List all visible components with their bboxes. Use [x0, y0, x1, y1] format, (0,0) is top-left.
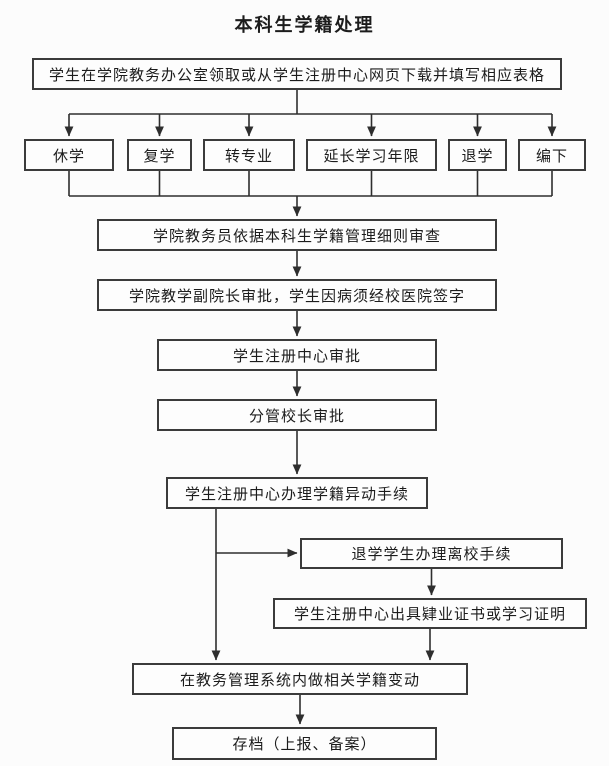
node-issue-certificate: 学生注册中心出具肄业证书或学习证明: [273, 598, 587, 629]
node-resume-study: 复学: [127, 139, 192, 171]
node-status-change-procedure: 学生注册中心办理学籍异动手续: [166, 477, 428, 509]
node-leave-school-procedure: 退学学生办理离校手续: [300, 538, 563, 569]
node-start-form: 学生在学院教务办公室领取或从学生注册中心网页下载并填写相应表格: [32, 58, 562, 90]
node-system-update: 在教务管理系统内做相关学籍变动: [132, 663, 468, 695]
node-extend-study-years: 延长学习年限: [306, 139, 437, 171]
node-transfer-down: 编下: [518, 139, 586, 171]
node-reg-center-approval: 学生注册中心审批: [157, 339, 437, 371]
node-archive: 存档（上报、备案）: [172, 727, 437, 760]
page-title: 本科生学籍处理: [234, 15, 375, 35]
node-suspend-study: 休学: [24, 139, 114, 171]
node-president-approval: 分管校长审批: [157, 399, 437, 431]
node-change-major: 转专业: [203, 139, 295, 171]
node-college-review: 学院教务员依据本科生学籍管理细则审查: [97, 219, 497, 251]
node-vice-dean-approval: 学院教学副院长审批，学生因病须经校医院签字: [97, 279, 497, 311]
node-withdraw: 退学: [448, 139, 507, 171]
